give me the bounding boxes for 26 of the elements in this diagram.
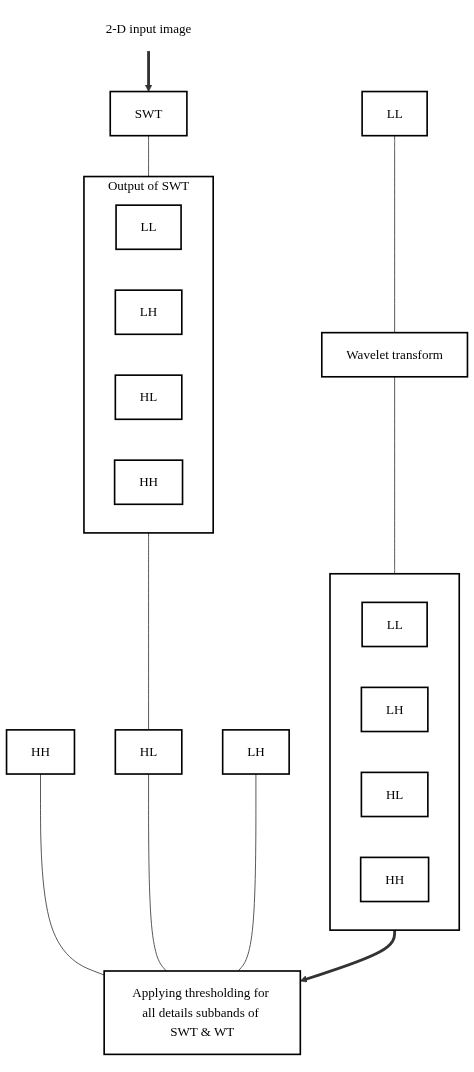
cluster — [329, 572, 461, 931]
node-box: LH — [360, 686, 429, 733]
connector — [40, 773, 105, 976]
connector — [394, 135, 396, 334]
node-box: LH — [114, 289, 183, 336]
node-box: HH — [113, 459, 184, 506]
arrow — [300, 930, 397, 983]
node-box: HH — [5, 729, 76, 775]
node-box: Applying thresholding for all details subbands of SWT & WT — [103, 970, 302, 1056]
node-box: HH — [359, 856, 430, 903]
connector — [394, 376, 396, 575]
node-box: LL — [361, 90, 428, 137]
connector — [148, 532, 149, 731]
arrow — [144, 50, 153, 92]
connector — [148, 135, 149, 177]
node-box: LL — [115, 204, 182, 251]
node-box: SWT — [109, 90, 188, 137]
node-box: Wavelet transform — [321, 331, 469, 378]
node-box: HL — [114, 729, 183, 775]
node-box: HL — [114, 374, 183, 421]
connector — [237, 773, 257, 972]
node-box: LH — [221, 729, 290, 775]
connector — [148, 773, 167, 972]
node-box: HL — [360, 771, 429, 818]
node-box: LL — [361, 601, 428, 648]
node-text: 2-D input image — [105, 21, 192, 36]
